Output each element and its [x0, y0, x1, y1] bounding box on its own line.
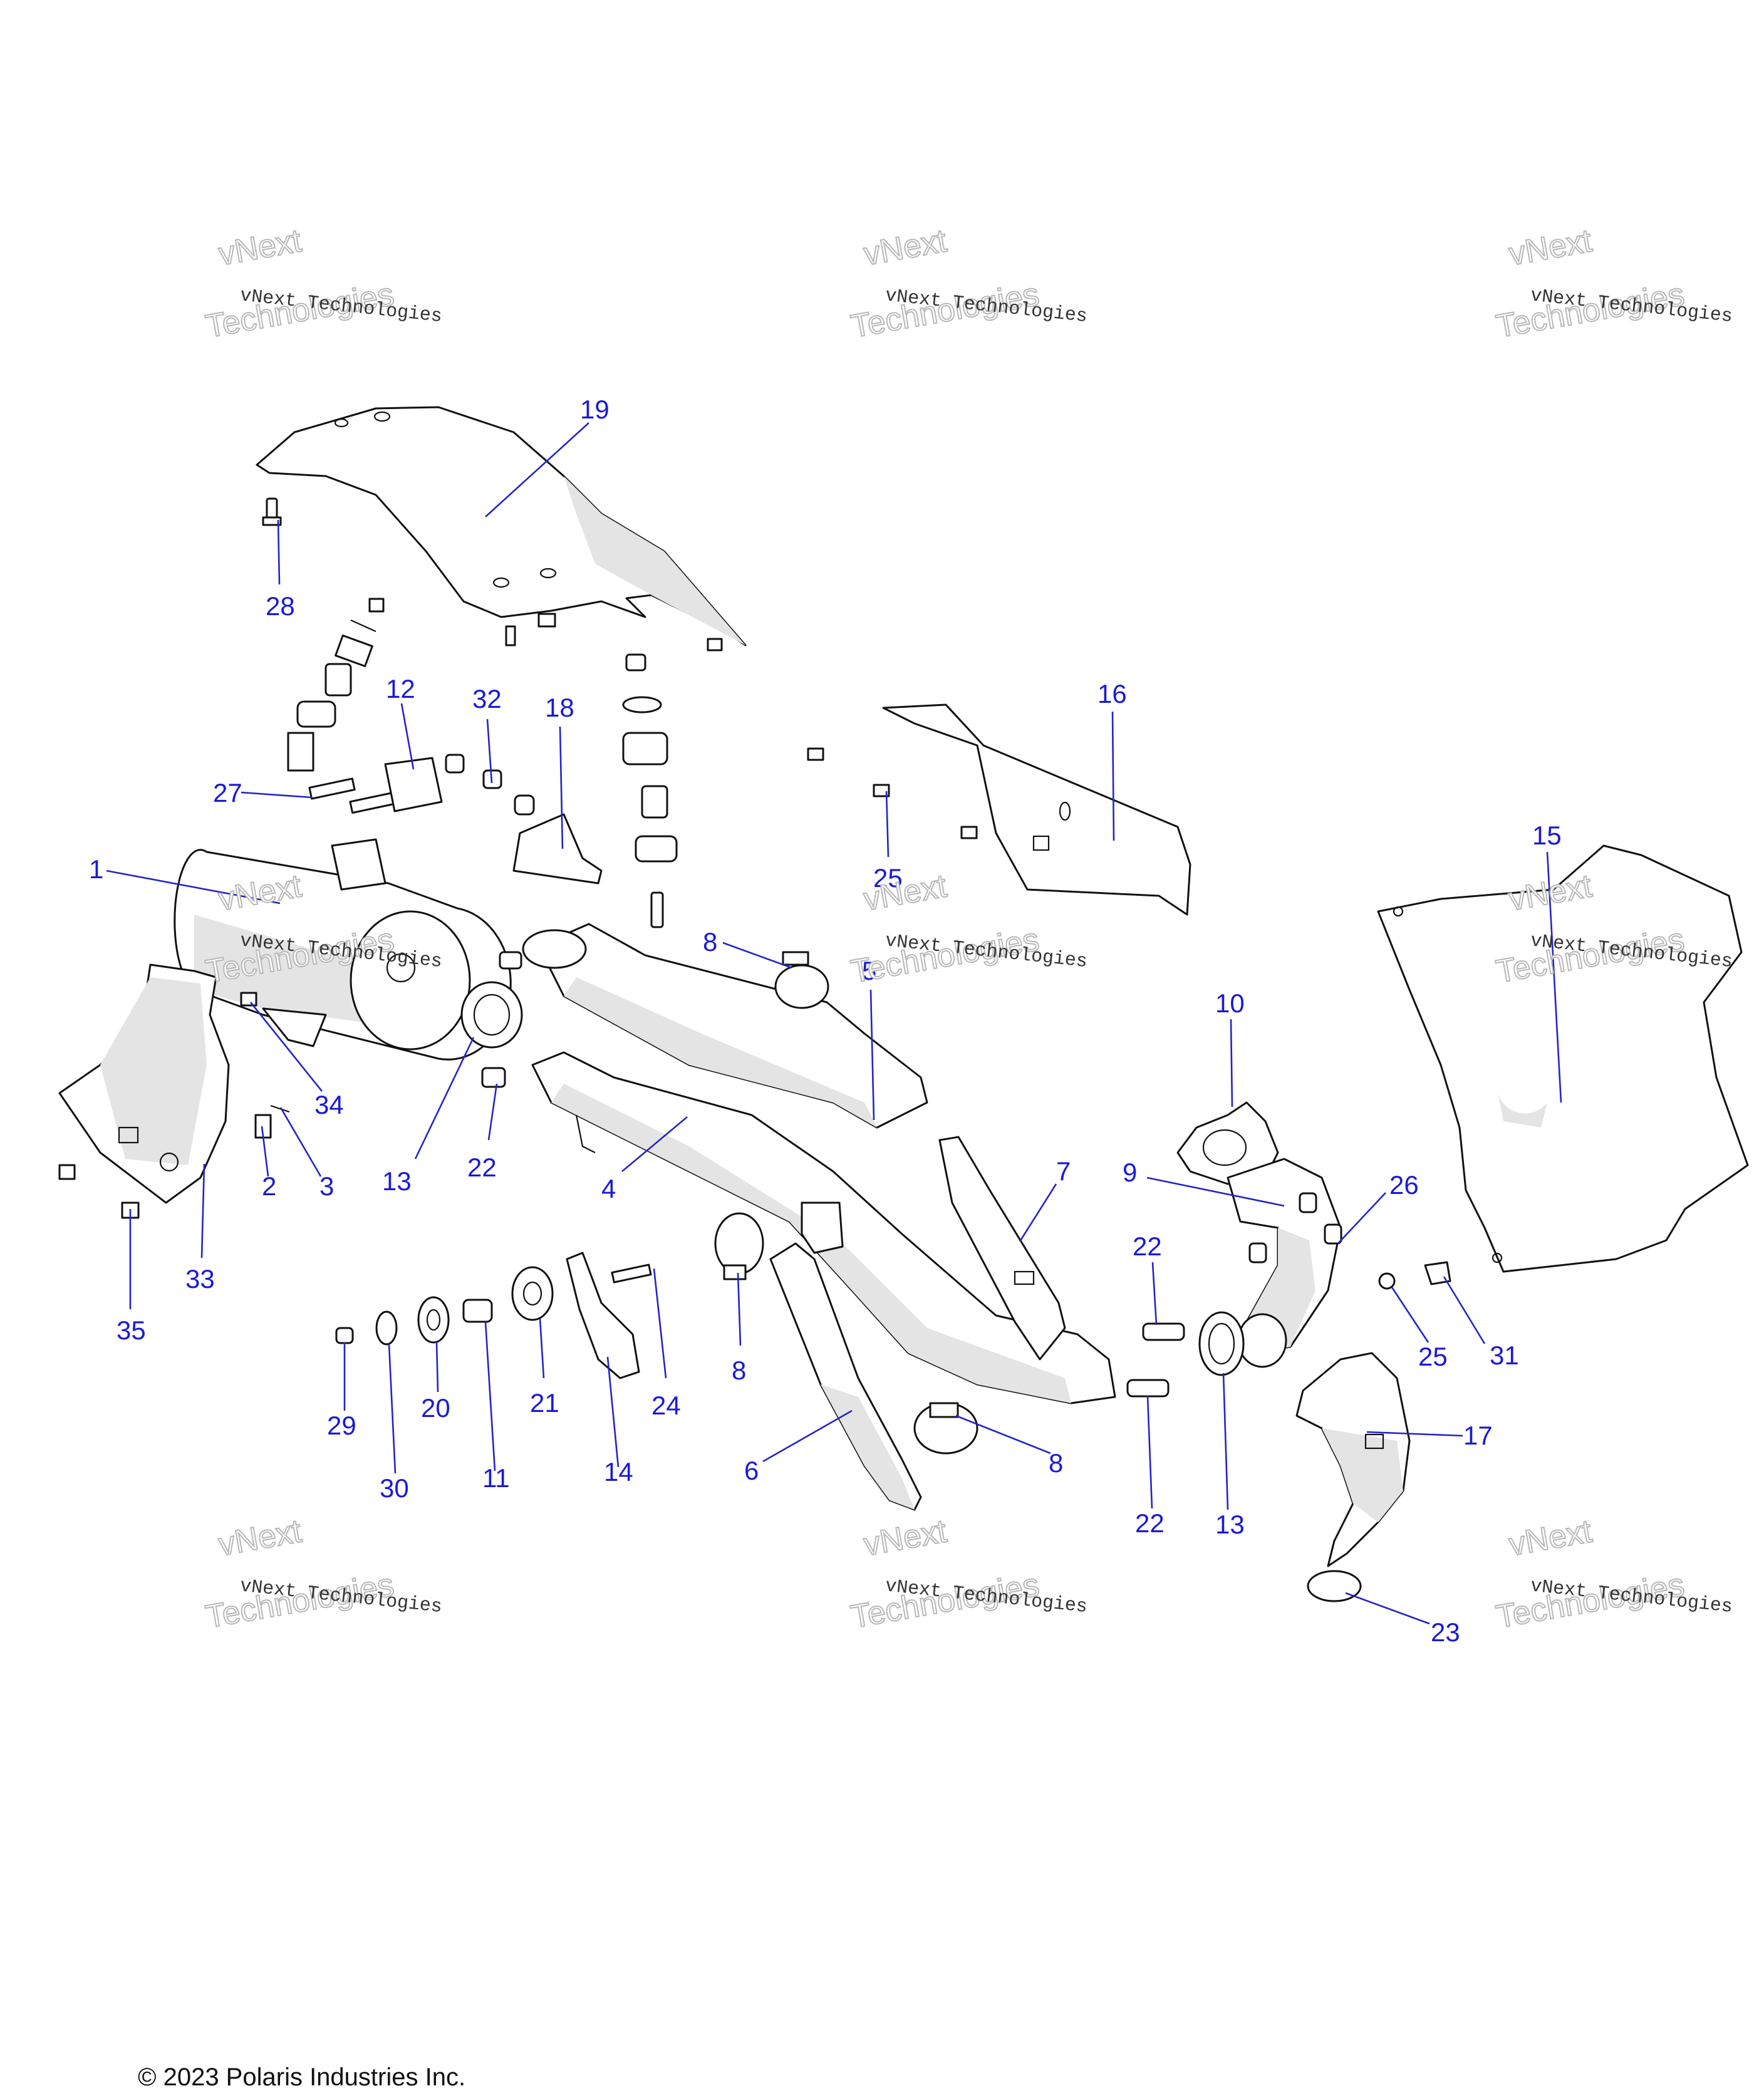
watermark: vNext Technologies vNext Technologies: [1493, 1512, 1733, 1636]
callout-3: 3: [319, 1171, 334, 1201]
svg-text:vNext: vNext: [861, 222, 950, 272]
heat-shield-mid: [882, 703, 1191, 916]
part-drawings: [58, 406, 1749, 1602]
heat-shield-top: [256, 406, 747, 646]
callout-32: 32: [472, 684, 502, 713]
callout-18: 18: [545, 693, 574, 722]
copyright-footer: © 2023 Polaris Industries Inc.: [138, 2063, 466, 2091]
callout-11: 11: [482, 1463, 510, 1493]
callout-15: 15: [1532, 821, 1562, 850]
callout-30: 30: [380, 1473, 409, 1503]
callout-9: 9: [1123, 1158, 1137, 1187]
callout-26: 26: [1389, 1170, 1419, 1200]
svg-text:vNext: vNext: [1506, 1513, 1595, 1563]
callout-13-upper: 13: [382, 1166, 412, 1196]
watermark: vNext Technologies vNext Technologies: [848, 222, 1088, 346]
svg-text:vNext: vNext: [215, 222, 304, 272]
heat-shield-right: [1377, 844, 1749, 1273]
callout-10: 10: [1215, 988, 1245, 1018]
callout-labels: 19 28 12 32 18 16 27 1 8 5 25 15 10 34 1…: [89, 395, 1562, 1647]
callout-29: 29: [327, 1411, 356, 1440]
callout-12: 12: [386, 674, 415, 703]
svg-text:vNext: vNext: [1506, 222, 1595, 272]
callout-8-left: 8: [732, 1356, 746, 1385]
callout-16: 16: [1097, 679, 1127, 708]
callout-8-right: 8: [1049, 1448, 1063, 1478]
watermark: vNext Technologies vNext Technologies: [202, 222, 443, 346]
watermark: vNext Technologies vNext Technologies: [202, 1512, 443, 1636]
callout-1: 1: [89, 854, 103, 884]
callout-24: 24: [651, 1391, 681, 1420]
callout-22-lower: 22: [1135, 1508, 1165, 1538]
callout-25-upper: 25: [873, 863, 903, 893]
callout-13-lower: 13: [1215, 1510, 1245, 1539]
leader-lines: [106, 422, 1562, 1625]
callout-17: 17: [1463, 1421, 1493, 1450]
callout-22-upper: 22: [467, 1153, 497, 1182]
callout-5: 5: [862, 956, 876, 985]
callout-7: 7: [1056, 1156, 1071, 1186]
callout-4: 4: [601, 1174, 616, 1203]
callout-20: 20: [421, 1393, 450, 1423]
callout-35: 35: [117, 1315, 146, 1345]
svg-text:vNext: vNext: [861, 1513, 950, 1563]
watermark: vNext Technologies vNext Technologies: [1493, 222, 1733, 346]
callout-28: 28: [266, 591, 295, 621]
callout-23: 23: [1431, 1617, 1460, 1647]
callout-25-lower: 25: [1418, 1342, 1448, 1371]
callout-22-mid: 22: [1133, 1232, 1162, 1261]
callout-33: 33: [185, 1264, 215, 1294]
tail-pipe: [769, 1242, 922, 1511]
callout-8-upper: 8: [703, 927, 717, 957]
callout-21: 21: [530, 1388, 559, 1418]
callout-31: 31: [1490, 1341, 1519, 1370]
callout-2: 2: [262, 1171, 276, 1201]
svg-text:vNext: vNext: [215, 1513, 304, 1563]
callout-34: 34: [314, 1090, 344, 1119]
callout-6: 6: [744, 1456, 759, 1485]
watermark: vNext Technologies vNext Technologies: [848, 1512, 1088, 1636]
callout-27: 27: [213, 778, 242, 807]
callout-19: 19: [580, 395, 610, 424]
callout-14: 14: [604, 1457, 633, 1487]
